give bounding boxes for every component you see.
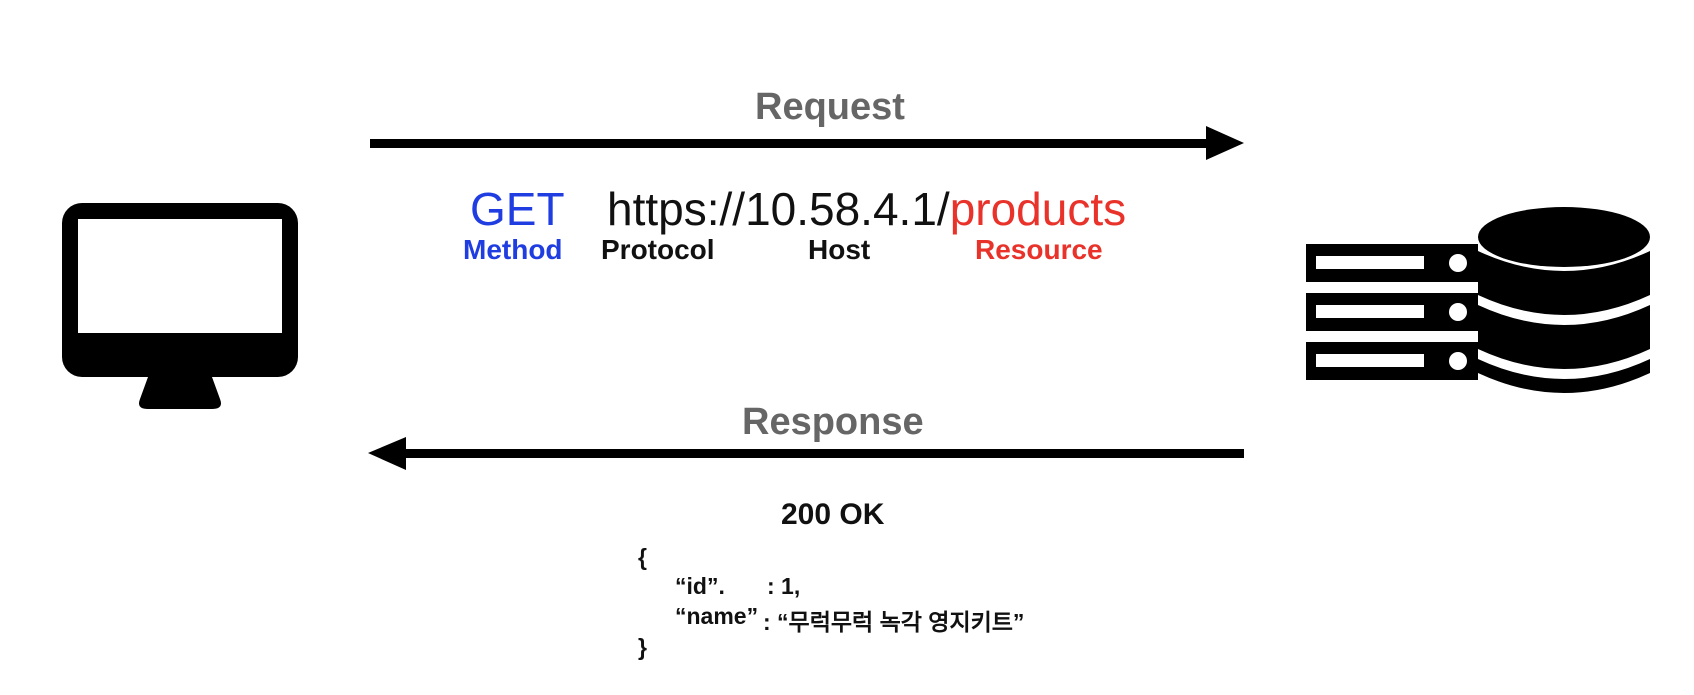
request-arrow [370,126,1244,160]
desktop-monitor-icon [62,203,298,409]
json-name-key: “name” [675,603,759,629]
part-label-protocol: Protocol [601,234,715,265]
json-id-key: “id”. [675,573,725,599]
json-open-brace: { [638,544,647,570]
part-label-host: Host [808,234,871,265]
request-url-resource: products [949,183,1127,235]
database-icon [1478,207,1650,393]
response-label: Response [742,401,924,443]
part-label-method: Method [463,234,563,265]
request-method: GET [470,183,565,235]
request-url: https://10.58.4.1/products [607,182,1126,236]
json-close-brace: } [638,634,647,660]
json-id-value: : 1, [767,573,801,599]
response-arrow [368,437,1244,470]
server-rack-icon [1306,244,1478,380]
part-label-resource: Resource [975,234,1103,265]
json-name-value: : “무럭무럭 녹각 영지키트” [763,609,1025,635]
response-status: 200 OK [781,498,885,531]
request-url-prefix: https://10.58.4.1/ [607,183,950,235]
server-database-icon [1306,207,1650,393]
request-label: Request [755,86,905,128]
